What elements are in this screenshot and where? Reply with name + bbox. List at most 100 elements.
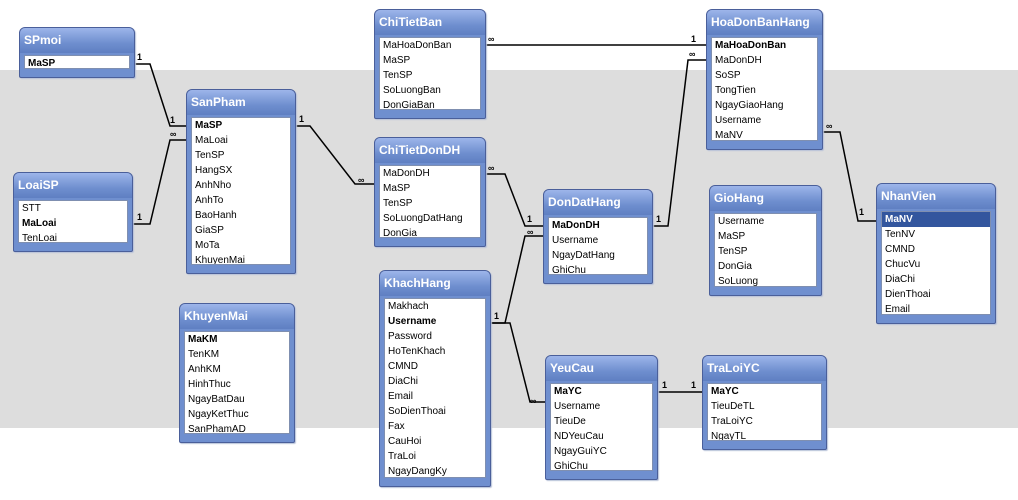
field-row[interactable]: KhuyenMai (195, 255, 246, 265)
field-row[interactable]: NgayGiaoHang (715, 100, 784, 111)
field-row[interactable]: TenLoai (22, 233, 58, 243)
table-title[interactable]: GioHang (710, 186, 821, 211)
field-row[interactable]: MaDonDH (552, 220, 600, 231)
field-row[interactable]: CauHoi (388, 436, 422, 447)
field-row[interactable]: TenSP (195, 150, 225, 161)
table-title[interactable]: NhanVien (877, 184, 995, 209)
field-row[interactable]: TenNV (885, 229, 916, 240)
field-row[interactable]: NgayDangKy (388, 466, 447, 477)
field-row[interactable]: SanPhamAD (188, 424, 246, 434)
field-row[interactable]: Makhach (388, 301, 429, 312)
field-row[interactable]: MaSP (383, 183, 411, 194)
field-row[interactable]: HinhThuc (188, 379, 231, 390)
field-row[interactable]: MoTa (195, 240, 220, 251)
table-title[interactable]: SanPham (187, 90, 295, 115)
field-row[interactable]: Fax (388, 421, 405, 432)
field-row[interactable]: Email (388, 391, 414, 402)
field-row[interactable]: Username (388, 316, 437, 327)
field-row[interactable]: MaHoaDonBan (715, 40, 787, 51)
field-row[interactable]: TenKM (188, 349, 220, 360)
field-row[interactable]: NgayKetThuc (188, 409, 249, 420)
table-title[interactable]: HoaDonBanHang (707, 10, 822, 35)
field-row[interactable]: MaLoai (22, 218, 57, 229)
field-row[interactable]: Username (554, 401, 601, 412)
field-row[interactable]: TieuDeTL (711, 401, 755, 412)
field-row[interactable]: MaSP (195, 120, 223, 131)
table-khuyenmai[interactable]: KhuyenMai MaKM TenKM AnhKM HinhThuc Ngay… (179, 303, 295, 443)
field-row[interactable]: NDYeuCau (554, 431, 604, 442)
field-row[interactable]: AnhKM (188, 364, 221, 375)
table-title[interactable]: KhuyenMai (180, 304, 294, 329)
table-title[interactable]: KhachHang (380, 271, 490, 296)
field-row[interactable]: MaSP (28, 58, 56, 69)
field-row[interactable]: SoLuongBan (383, 85, 441, 96)
table-yeucau[interactable]: YeuCau MaYC Username TieuDe NDYeuCau Nga… (545, 355, 658, 480)
table-title[interactable]: DonDatHang (544, 190, 652, 215)
field-row[interactable]: Email (885, 304, 911, 315)
field-row[interactable]: NgayBatDau (188, 394, 245, 405)
table-title[interactable]: LoaiSP (14, 173, 132, 198)
table-title[interactable]: SPmoi (20, 28, 134, 53)
field-row[interactable]: MaSP (383, 55, 411, 66)
field-row[interactable]: DonGia (718, 261, 752, 272)
table-sanpham[interactable]: SanPham MaSP MaLoai TenSP HangSX AnhNho … (186, 89, 296, 274)
field-row-selected[interactable]: MaNV (882, 212, 990, 227)
field-row[interactable]: MaLoai (195, 135, 228, 146)
table-title[interactable]: ChiTietDonDH (375, 138, 485, 163)
field-row[interactable]: CMND (388, 361, 418, 372)
field-row[interactable]: MaDonDH (715, 55, 762, 66)
field-row[interactable]: NgayGuiYC (554, 446, 607, 457)
field-row[interactable]: TenSP (383, 70, 413, 81)
field-row[interactable]: MaNV (715, 130, 743, 141)
field-row[interactable]: TieuDe (554, 416, 586, 427)
table-loaisp[interactable]: LoaiSP STT MaLoai TenLoai (13, 172, 133, 252)
field-row[interactable]: DonGia (383, 228, 417, 238)
field-row[interactable]: AnhTo (195, 195, 224, 206)
field-row[interactable]: GhiChu (554, 461, 588, 471)
field-row[interactable]: BaoHanh (195, 210, 237, 221)
table-nhanvien[interactable]: NhanVien MaNV TenNV CMND ChucVu DiaChi D… (876, 183, 996, 324)
table-title[interactable]: TraLoiYC (703, 356, 826, 381)
field-row[interactable]: AnhNho (195, 180, 232, 191)
field-row[interactable]: HangSX (195, 165, 233, 176)
field-row[interactable]: TraLoiYC (711, 416, 753, 427)
field-row[interactable]: Username (715, 115, 762, 126)
field-row[interactable]: MaDonDH (383, 168, 430, 179)
field-row[interactable]: ChucVu (885, 259, 921, 270)
field-row[interactable]: DienThoai (885, 289, 931, 300)
field-row[interactable]: DiaChi (388, 376, 419, 387)
table-title[interactable]: YeuCau (546, 356, 657, 381)
field-row[interactable]: SoSP (715, 70, 741, 81)
field-row[interactable]: MaHoaDonBan (383, 40, 452, 51)
field-row[interactable]: TraLoi (388, 451, 416, 462)
field-row[interactable]: MaKM (188, 334, 218, 345)
table-hoadonbanhang[interactable]: HoaDonBanHang MaHoaDonBan MaDonDH SoSP T… (706, 9, 823, 150)
field-row[interactable]: DonGiaBan (383, 100, 435, 110)
table-dondathang[interactable]: DonDatHang MaDonDH Username NgayDatHang … (543, 189, 653, 284)
field-row[interactable]: NgayDatHang (552, 250, 615, 261)
table-spmoi[interactable]: SPmoi MaSP (19, 27, 135, 78)
table-traloiyc[interactable]: TraLoiYC MaYC TieuDeTL TraLoiYC NgayTL (702, 355, 827, 450)
field-row[interactable]: STT (22, 203, 41, 214)
field-row[interactable]: SoLuong (718, 276, 759, 287)
field-row[interactable]: GhiChu (552, 265, 586, 275)
field-row[interactable]: Username (718, 216, 765, 227)
field-row[interactable]: CMND (885, 244, 915, 255)
field-row[interactable]: DiaChi (885, 274, 916, 285)
field-row[interactable]: SoDienThoai (388, 406, 446, 417)
field-row[interactable]: SoLuongDatHang (383, 213, 463, 224)
table-giohang[interactable]: GioHang Username MaSP TenSP DonGia SoLuo… (709, 185, 822, 296)
field-row[interactable]: Password (388, 331, 432, 342)
field-row[interactable]: MaYC (711, 386, 739, 397)
table-khachhang[interactable]: KhachHang Makhach Username Password HoTe… (379, 270, 491, 487)
field-row[interactable]: GiaSP (195, 225, 224, 236)
table-title[interactable]: ChiTietBan (375, 10, 485, 35)
field-row[interactable]: NgayTL (711, 431, 747, 441)
field-row[interactable]: TenSP (718, 246, 748, 257)
table-chitietdondh[interactable]: ChiTietDonDH MaDonDH MaSP TenSP SoLuongD… (374, 137, 486, 247)
field-row[interactable]: TongTien (715, 85, 756, 96)
field-row[interactable]: HoTenKhach (388, 346, 446, 357)
field-row[interactable]: Username (552, 235, 599, 246)
field-row[interactable]: TenSP (383, 198, 413, 209)
field-row[interactable]: MaSP (718, 231, 746, 242)
